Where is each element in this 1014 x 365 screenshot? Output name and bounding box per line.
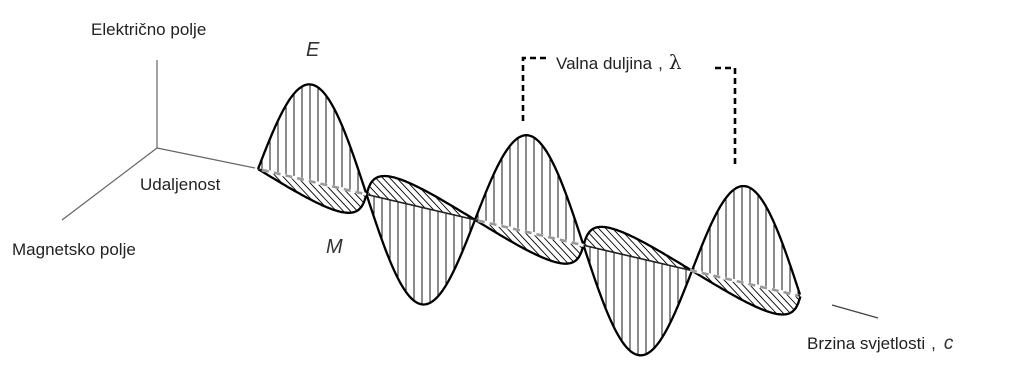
magnetic-hatch-line: [784, 292, 798, 306]
magnetic-hatch-line: [380, 175, 408, 205]
magnetic-hatch-line: [635, 238, 660, 264]
magnetic-hatch-line: [505, 226, 529, 251]
magnetic-hatch-line: [568, 241, 581, 255]
magnetic-hatch-line: [588, 232, 606, 251]
magnetic-hatch-line: [387, 175, 417, 207]
magnetic-hatch-line: [757, 285, 785, 315]
magnetic-hatch-line: [496, 224, 515, 244]
magnetic-hatch-line: [604, 226, 633, 257]
magnetic-hatch-line: [325, 184, 353, 213]
propagation-axis: [257, 168, 801, 297]
wavelength-label: Valna duljina, λ: [556, 52, 682, 72]
magnetic-field-label: Magnetsko polje: [12, 240, 136, 259]
magnetic-hatch-line: [289, 176, 313, 201]
magnetic-hatch-line: [343, 188, 362, 208]
magnetic-hatch-line: [407, 182, 435, 211]
speed-comma: ,: [931, 334, 936, 353]
wavelength-bracket: [521, 56, 737, 168]
axis-hidden-dashed: [689, 268, 799, 297]
magnetic-hatch-line: [592, 228, 615, 253]
magnetic-hatch-line: [532, 233, 562, 264]
magnetic-field-hatching: [262, 169, 800, 315]
magnetic-hatch-line: [316, 182, 346, 213]
magnetic-hatch-line: [280, 174, 299, 194]
electric-field-label: Električno polje: [91, 20, 207, 39]
magnetic-hatch-line: [730, 279, 757, 308]
magnetic-hatch-line: [420, 188, 444, 213]
magnetic-hatch-line: [612, 228, 642, 260]
magnetic-hatch-line: [298, 178, 326, 207]
magnetic-hatch-line: [739, 281, 768, 312]
lambda-symbol: λ: [668, 50, 682, 74]
magnetic-hatch-line: [307, 180, 337, 211]
magnetic-hatch-line: [585, 237, 597, 249]
magnetic-hatch-line: [375, 177, 399, 203]
distance-axis-line: [156, 147, 256, 169]
electric-field-wave: [256, 83, 802, 357]
magnetic-hatch-line: [550, 237, 574, 263]
magnetic-hatch-line: [371, 181, 390, 201]
magnetic-hatch-line: [334, 186, 358, 212]
axis-hidden-dashed: [477, 219, 585, 247]
electric-field-hatching: [261, 84, 799, 355]
magnetic-hatch-line: [597, 226, 624, 255]
magnetic-hatch-line: [721, 277, 744, 301]
magnetic-hatch-line: [523, 230, 553, 262]
magnetic-hatch-line: [514, 228, 542, 258]
magnetic-axis-line: [61, 147, 158, 221]
magnetic-hatch-line: [559, 239, 578, 259]
speed-of-light-line: [831, 304, 879, 319]
speed-symbol: c: [943, 333, 954, 354]
magnetic-hatch-line: [434, 195, 453, 215]
magnetic-hatch-line: [748, 283, 778, 315]
wavelength-text: Valna duljina: [556, 54, 653, 73]
distance-label: Udaljenost: [140, 175, 221, 194]
axis-hidden-dashed: [261, 168, 367, 196]
magnetic-hatch-line: [649, 245, 669, 266]
magnetic-field-wave: [257, 168, 802, 316]
magnetic-hatch-line: [396, 178, 426, 209]
magnetic-hatch-line: [368, 185, 381, 198]
magnetic-hatch-line: [775, 290, 795, 311]
magnetic-hatch-line: [766, 287, 791, 314]
wavelength-comma: ,: [658, 54, 663, 73]
magnetic-hatch-line: [623, 232, 651, 262]
speed-of-light-label: Brzina svjetlosti, c: [807, 334, 953, 353]
speed-of-light-text: Brzina svjetlosti: [807, 334, 926, 353]
m-symbol: M: [326, 236, 343, 258]
e-symbol: E: [306, 39, 320, 61]
magnetic-hatch-line: [541, 235, 569, 264]
